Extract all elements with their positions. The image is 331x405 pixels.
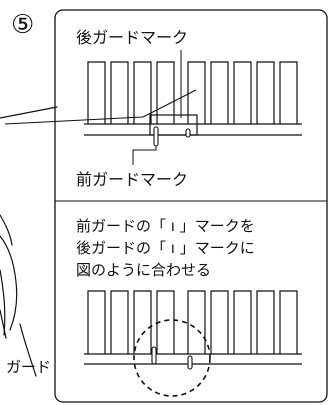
rear-guard-mark: [185, 128, 191, 138]
instruction-line-3: 図のように合わせる: [76, 261, 211, 279]
lower-comb-guard: [84, 290, 302, 365]
mark-highlight-box: [149, 114, 198, 136]
instruction-line-1: 前ガードの「 ı 」マークを: [76, 217, 255, 235]
alignment-highlight-circle: [133, 319, 211, 397]
rear-guard-mark-label: 後ガードマーク: [76, 28, 188, 47]
front-mark-leader: [132, 146, 157, 165]
front-guard-mark: [153, 126, 159, 147]
cropped-guard-label: ガード: [6, 358, 51, 376]
hand-illustration: [0, 106, 58, 377]
callout-connector: [4, 89, 197, 125]
instruction-line-2: 後ガードの「 ı 」マークに: [76, 239, 255, 257]
lower-comb-teeth: [87, 290, 298, 354]
front-guard-mark-label: 前ガードマーク: [76, 170, 188, 189]
rear-guard-mark-aligned: [187, 355, 193, 370]
callout-frame: [54, 9, 328, 403]
step-number: ⑤: [11, 10, 34, 40]
upper-comb-teeth: [87, 61, 298, 124]
front-guard-mark-aligned: [151, 346, 157, 365]
upper-comb-guard: [84, 61, 302, 136]
